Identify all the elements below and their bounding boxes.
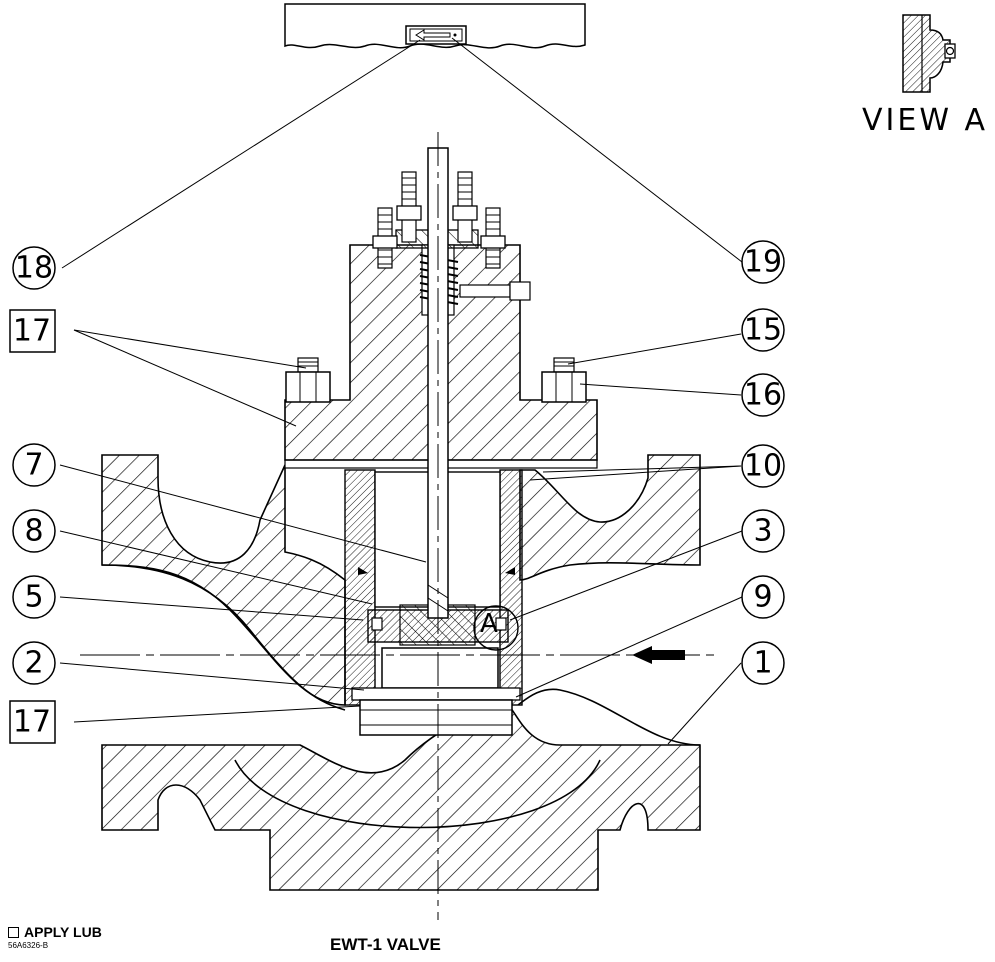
stud-left-outer <box>372 207 398 269</box>
lub-legend-row: APPLY LUB <box>8 924 102 940</box>
leader-lines <box>59 37 743 745</box>
callout-3: 3 <box>741 509 785 553</box>
detail-a-label: A <box>480 609 498 639</box>
svg-text:2: 2 <box>24 646 43 681</box>
callout-16: 16 <box>741 373 785 417</box>
svg-text:5: 5 <box>24 580 43 615</box>
callout-1: 1 <box>741 641 785 685</box>
svg-text:1: 1 <box>753 646 772 681</box>
callout-17-boxed-lower: 17 <box>9 700 56 744</box>
svg-text:16: 16 <box>744 378 782 413</box>
callout-19: 19 <box>741 240 785 284</box>
drawing-number: 56A6326-B <box>8 941 49 950</box>
svg-text:8: 8 <box>24 514 43 549</box>
svg-text:19: 19 <box>744 245 782 280</box>
lub-symbol-icon <box>8 926 19 938</box>
flow-direction-arrow <box>632 646 685 664</box>
centerlines <box>80 132 720 920</box>
callout-15: 15 <box>741 308 785 352</box>
svg-text:15: 15 <box>744 313 782 348</box>
lub-legend-text: APPLY LUB <box>24 924 102 940</box>
callout-18: 18 <box>12 246 56 290</box>
callout-2: 2 <box>12 641 56 685</box>
svg-text:17: 17 <box>13 705 51 740</box>
callout-10: 10 <box>741 444 785 488</box>
packing-studs <box>372 171 506 269</box>
svg-text:18: 18 <box>15 251 53 286</box>
stud-right-inner <box>452 171 478 243</box>
callout-8: 8 <box>12 509 56 553</box>
svg-text:9: 9 <box>753 580 772 615</box>
svg-text:3: 3 <box>753 514 772 549</box>
svg-text:17: 17 <box>13 314 51 349</box>
stud-right-outer <box>480 207 506 269</box>
callout-9: 9 <box>741 575 785 619</box>
bonnet-bolt-left <box>285 357 331 403</box>
stud-left-inner <box>396 171 422 243</box>
svg-text:10: 10 <box>744 449 782 484</box>
nameplate-detail <box>284 3 586 49</box>
bonnet-bolt-right <box>541 357 587 403</box>
view-a-label: VIEW A <box>862 103 988 138</box>
lubrication-legend: APPLY LUB 56A6326-B <box>8 924 102 950</box>
view-a-detail: VIEW A <box>862 14 988 138</box>
callout-5: 5 <box>12 575 56 619</box>
callout-7: 7 <box>12 443 56 487</box>
drawing-title: EWT-1 VALVE <box>330 935 441 954</box>
svg-text:7: 7 <box>24 448 43 483</box>
callout-17-boxed-upper: 17 <box>9 309 56 353</box>
detail-a-marker: A <box>473 605 519 651</box>
